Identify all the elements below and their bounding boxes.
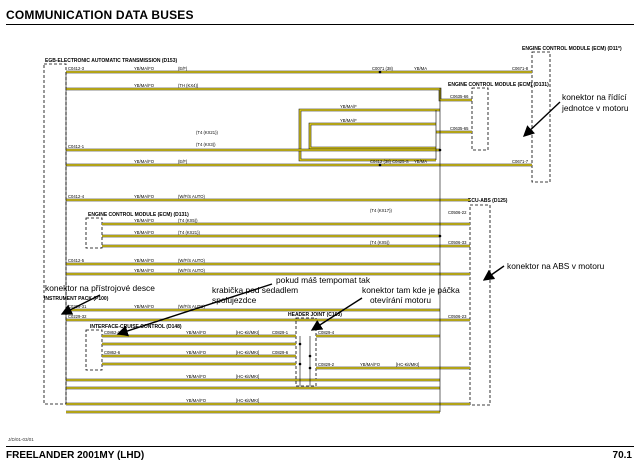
wire-label: YB/MA/FO (186, 350, 207, 355)
wire-label: YB/MA/FO (134, 268, 155, 273)
wire-label: (W/F/S AUTO) (178, 304, 206, 309)
wire-label: [HC-Kit/MKI] (396, 362, 419, 367)
footer-rule (6, 446, 634, 447)
wire-label: [HC-Kit/MKI] (236, 350, 259, 355)
wire-label: YB/MA/FO (134, 304, 155, 309)
annotation-bonnet-line2: otevírání motoru (370, 295, 431, 305)
wire-label: YB/MA (414, 159, 427, 164)
ecm-left-label: ENGINE CONTROL MODULE (ECM) (D131) (88, 212, 189, 218)
abs-label: ECU-ABS (D125) (468, 198, 508, 204)
wire-label: YB/MA/FO (134, 66, 155, 71)
abs-module-box (469, 204, 491, 406)
header-rule (6, 24, 634, 25)
annotation-ecm-connector-line1: konektor na řídící (562, 92, 627, 102)
wire-label: [HC-Kit/MKI] (236, 330, 259, 335)
wire-label: YB/MA/FO (186, 374, 207, 379)
wire-label: (T4 (KX21)) (196, 130, 218, 135)
wire-label: (T4 (KX21)) (178, 230, 200, 235)
cruise-module-box (85, 329, 103, 371)
wire-label: C0071 (38) (372, 66, 394, 71)
pin-label: C0862-1 (104, 330, 121, 335)
pin-label: C0862-6 (104, 350, 121, 355)
annotation-abs-connector: konektor na ABS v motoru (507, 261, 605, 271)
wire-label: (T4 (KX17)) (370, 208, 392, 213)
pin-label: C0829-6 (272, 350, 289, 355)
header-joint-label: HEADER JOINT (C163) (288, 312, 342, 318)
wire-label: (T4 (KX5)) (178, 218, 198, 223)
pin-label: C0412-1 (68, 144, 85, 149)
ecm-right-label: ENGINE CONTROL MODULE (ECM) (D11*) (522, 46, 622, 52)
page-title: COMMUNICATION DATA BUSES (6, 8, 194, 22)
tcm-label: EGB-ELECTRONIC AUTOMATIC TRANSMISSION (D… (45, 58, 177, 64)
wire-label: YB/MA/FO (186, 330, 207, 335)
pin-label: C0829-1 (272, 330, 289, 335)
pin-label: C0229-32 (68, 314, 87, 319)
pin-label: C0671-8 (512, 66, 529, 71)
ecm-right-module-box (531, 51, 551, 183)
footer-model: FREELANDER 2001MY (LHD) (6, 450, 145, 461)
wire-label: (T4 (KX5)) (370, 240, 390, 245)
wire-label: [HC-Kit/MKI] (236, 374, 259, 379)
wire-label: YB/MA/FO (360, 362, 381, 367)
pin-label: C0412-4 (68, 194, 85, 199)
ecm-left-module-box (85, 217, 103, 249)
annotation-ecm-connector-line2: jednotce v motoru (561, 103, 629, 113)
wire-label: YB/MA/FO (134, 194, 155, 199)
wire-label: YB/MA/FO (134, 230, 155, 235)
annotation-cruise-line3: spolujezdce (212, 295, 257, 305)
footer-page-number: 70.1 (612, 450, 632, 461)
wire-label: (W/F/S AUTO) (178, 194, 206, 199)
header-joint-box (295, 317, 317, 387)
wire-label: (E/F) (178, 66, 188, 71)
pin-label: C0506-33 (448, 240, 467, 245)
wire-label: (W/F/S AUTO) (178, 258, 206, 263)
wire-label: (TH (KX4)) (178, 83, 199, 88)
wire-label: YB/MA/F (340, 104, 357, 109)
pin-label: C0635-66 (450, 94, 469, 99)
pin-label: C0506-22 (448, 210, 467, 215)
wire-label: (E/F) (178, 159, 188, 164)
ecm-mid-module-box (471, 87, 489, 151)
pin-label: C0635-65 (450, 126, 469, 131)
wire-label: YB/MA/FO (134, 218, 155, 223)
tcm-module-box (43, 63, 67, 405)
wire-label: YB/MA/FO (134, 83, 155, 88)
annotation-dashboard-connector: konektor na přístrojové desce (45, 283, 155, 293)
annotation-bonnet-line1: konektor tam kde je páčka (362, 285, 460, 295)
wire-label: [HC-Kit/MKI] (236, 398, 259, 403)
pin-label: C0671-7 (512, 159, 529, 164)
pin-label: C0829-4 (318, 330, 335, 335)
cruise-control-label: INTERFACE-CRUISE CONTROL (D148) (90, 324, 182, 330)
pin-label: C0412-5 (68, 258, 85, 263)
ecm-mid-label: ENGINE CONTROL MODULE (ECM) (D131) (448, 82, 549, 88)
pin-label: C0412-3 (68, 66, 85, 71)
wire-label: YB/MA/F (340, 118, 357, 123)
wire-label: C0412 (38) C0425-S (370, 159, 409, 164)
pin-label: C0829-2 (318, 362, 335, 367)
drawing-code: J/D/01-03/01 (8, 437, 34, 442)
wire-label: YB/MA/FO (134, 159, 155, 164)
wire-label: YB/MA (414, 66, 427, 71)
annotation-cruise-line1: pokud máš tempomat tak (276, 275, 371, 285)
wire-label: (T4 (KX3)) (196, 142, 216, 147)
instrument-pack-label: INSTRUMENT PACK (P100) (44, 296, 109, 302)
wire-label: YB/MA/FO (186, 398, 207, 403)
pin-label: C0506-23 (448, 314, 467, 319)
wire-label: YB/MA/FO (134, 258, 155, 263)
wire-label: (W/F/S AUTO) (178, 268, 206, 273)
